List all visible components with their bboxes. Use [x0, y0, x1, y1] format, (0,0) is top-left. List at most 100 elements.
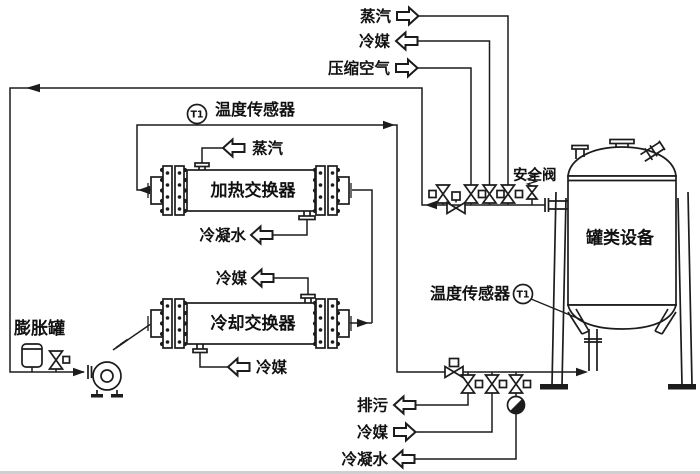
tank-top-nozzle-angled — [640, 140, 666, 162]
valve-expansion-line — [48, 350, 71, 370]
arrow-condensate-hx-icon — [250, 225, 274, 245]
valve-coolant-bottom — [484, 374, 508, 394]
valve-stems — [31, 199, 533, 375]
cooling-exchanger: 冷却交换器 — [147, 293, 352, 354]
tank-foot-left — [540, 384, 568, 390]
tank-side-nozzle — [544, 198, 568, 212]
compressed-air-label: 压缩空气 — [328, 59, 391, 78]
valve-actuator — [477, 189, 487, 199]
arrow-coolant-bottom-icon — [393, 422, 417, 442]
valve-actuator — [448, 357, 460, 368]
safety-valve-symbol — [525, 173, 539, 200]
drain-label: 排污 — [357, 396, 389, 415]
tank-leg-left — [551, 191, 567, 386]
pump-foot — [91, 394, 103, 398]
flow-arrow-tank-bottom — [576, 367, 588, 377]
tank-top-nozzle-left — [575, 149, 585, 159]
tank-shell — [567, 175, 677, 306]
arrow-steam-in-icon — [396, 6, 420, 26]
tank-vessel: 罐类设备 — [540, 138, 696, 390]
sensor-tag-left: T1 — [190, 110, 203, 121]
tank-dish-bottom — [566, 304, 678, 330]
sensor-tag-circle — [186, 103, 208, 125]
cooling-exchanger-label: 冷却交换器 — [211, 313, 297, 334]
coolant-in-label: 冷媒 — [256, 358, 288, 377]
tank-bottom-nozzle — [584, 329, 602, 371]
flow-arrow-sensor-line — [383, 120, 395, 130]
arrow-drain-icon — [393, 395, 417, 415]
steam-trap — [506, 395, 526, 415]
pipe-drain — [415, 393, 469, 406]
valve-drain — [460, 374, 484, 394]
valve-actuator — [522, 379, 532, 389]
coolant-bottom-label: 冷媒 — [357, 423, 389, 442]
flow-arrow-manifold — [425, 200, 437, 210]
temperature-sensor-left-label: 温度传感器 — [214, 100, 296, 119]
arrow-coolant-in-cx-icon — [227, 357, 251, 377]
valve-actuator — [496, 189, 505, 199]
sensor-tag-right: T1 — [516, 290, 529, 301]
safety-valve-label: 安全阀 — [513, 166, 557, 184]
pipe-coolant-out — [273, 277, 309, 296]
tank-foot-right — [668, 384, 696, 390]
tank-gusset-right — [654, 308, 677, 335]
heating-exchanger-label: 加热交换器 — [210, 180, 297, 201]
temperature-sensor-left: T1 温度传感器 — [186, 100, 296, 125]
pipe-steam-supply — [418, 15, 509, 185]
arrow-coolant-out-cx-icon — [251, 268, 275, 288]
upper-manifold-valves — [428, 173, 568, 215]
temperature-sensor-right: T1 温度传感器 — [429, 283, 583, 321]
hx-bottom-nozzle — [298, 215, 316, 221]
pipe-coolant-bottom — [415, 393, 493, 433]
valve-coolant-top — [482, 184, 505, 204]
valve-actuator — [474, 379, 484, 389]
hx-top-nozzle — [194, 162, 210, 168]
valve-below-line — [446, 191, 466, 215]
temperature-sensor-right-label: 温度传感器 — [429, 284, 511, 303]
pipe-coolant-in — [199, 351, 228, 368]
cx-bottom-nozzle — [192, 348, 208, 354]
valve-actuator — [514, 189, 524, 199]
pipe-steam-heating — [201, 147, 223, 164]
flow-arrow-hx-outlet — [138, 185, 150, 195]
expansion-tank — [21, 343, 43, 368]
condensate-bottom-label: 冷凝水 — [341, 450, 388, 469]
expansion-tank-body — [21, 343, 43, 368]
flow-arrow-pump-inlet — [73, 367, 85, 377]
pump-eye — [100, 369, 114, 383]
steam-top-label: 蒸汽 — [360, 7, 392, 26]
valve-actuator — [451, 191, 461, 201]
cx-top-nozzle — [300, 293, 316, 299]
tank-label: 罐类设备 — [585, 228, 655, 249]
arrow-condensate-bottom-icon — [392, 449, 416, 469]
flow-arrow-left-top — [26, 83, 40, 93]
valve-condensate-bottom — [508, 374, 532, 394]
hx-shell — [186, 169, 316, 212]
arrow-coolant-out-icon — [395, 31, 419, 51]
valve-actuator — [428, 189, 437, 199]
condensate-heating-label: 冷凝水 — [199, 226, 246, 245]
heating-exchanger: 加热交换器 — [147, 162, 352, 221]
pipe-condensate-heating — [272, 218, 308, 236]
valve-steam — [500, 184, 524, 204]
valve-actuator — [498, 379, 508, 389]
tank-leg-right — [677, 191, 693, 386]
valve-actuator — [62, 355, 71, 364]
pump — [87, 338, 129, 398]
flow-arrow-cx-outlet — [357, 318, 369, 328]
pump-foot — [111, 394, 123, 398]
steam-heating-label: 蒸汽 — [252, 139, 284, 158]
pipe-compressed-air — [417, 67, 472, 185]
pump-inlet-flange — [87, 365, 93, 379]
valve-compressed-air — [463, 184, 487, 204]
arrow-steam-hx-icon — [222, 138, 246, 158]
valve-bottom-line — [444, 357, 464, 379]
page-edge-shade — [0, 471, 700, 474]
expansion-tank-label: 膨胀罐 — [14, 318, 65, 339]
valve-loop-isolation — [428, 184, 451, 204]
coolant-out-label: 冷媒 — [216, 269, 248, 288]
pipe-exchanger-link — [350, 189, 373, 324]
coolant-top-label: 冷媒 — [359, 32, 391, 51]
